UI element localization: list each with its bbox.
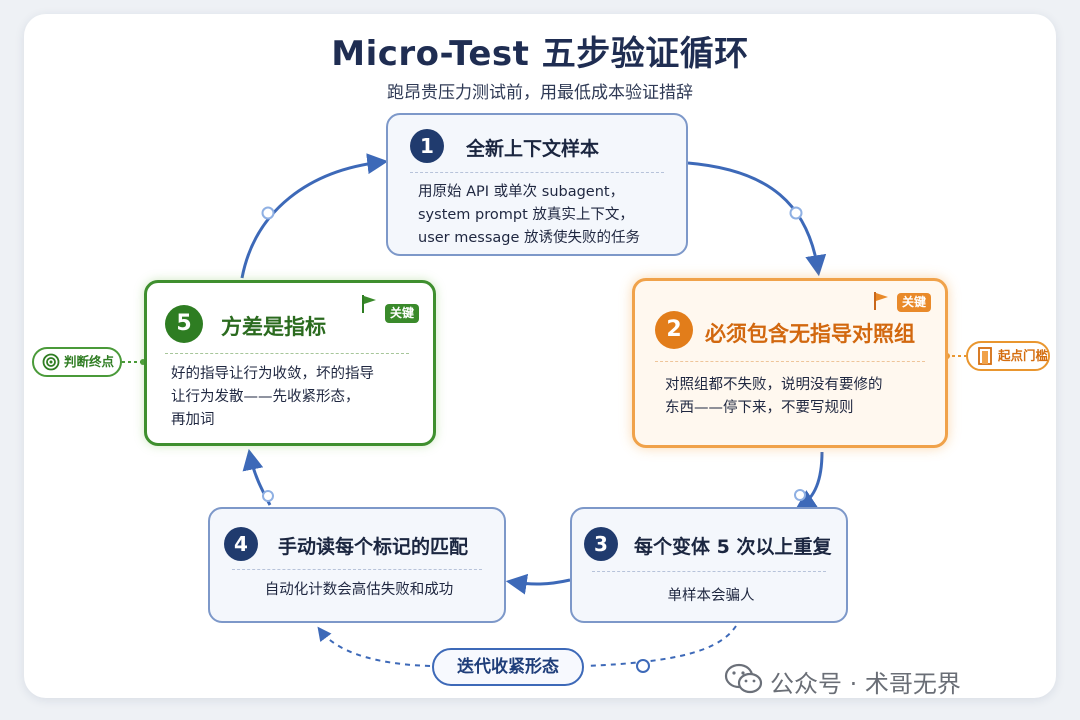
page-title: Micro-Test 五步验证循环 — [331, 34, 749, 74]
step-4-card: 4 手动读每个标记的匹配 自动化计数会高估失败和成功 — [208, 507, 506, 623]
flag-icon — [362, 295, 376, 313]
arrow-1-to-2-dot — [789, 206, 803, 220]
target-icon — [42, 353, 60, 371]
arrow-2-to-3-dot — [794, 489, 806, 501]
start-threshold-label: 起点门槛 — [966, 341, 1050, 371]
step-2-key-badge: 关键 — [897, 293, 932, 312]
wechat-icon — [724, 663, 763, 694]
watermark: 公众号 · 术哥无界 — [770, 670, 961, 698]
step-1-number: 1 — [410, 129, 444, 163]
step-4-title: 手动读每个标记的匹配 — [278, 536, 469, 558]
step-1-separator — [410, 172, 664, 173]
iteration-loop-dot — [636, 659, 650, 673]
step-2-card: 关键 2 必须包含无指导对照组 对照组都不失败，说明没有要修的 东西——停下来，… — [632, 278, 948, 448]
step-1-title: 全新上下文样本 — [466, 138, 600, 160]
step-1-body: 用原始 API 或单次 subagent， system prompt 放真实上… — [418, 184, 641, 246]
step-3-separator — [592, 571, 826, 572]
step-4-number: 4 — [224, 527, 258, 561]
iteration-loop-right — [585, 625, 737, 667]
endpoint-label: 判断终点 — [32, 347, 122, 377]
step-3-body: 单样本会骗人 — [667, 588, 755, 604]
step-2-title: 必须包含无指导对照组 — [705, 322, 915, 346]
flag-icon — [874, 292, 888, 310]
step-3-title: 每个变体 5 次以上重复 — [634, 536, 832, 558]
arrow-1-to-2 — [687, 161, 827, 277]
step-5-number: 5 — [165, 305, 203, 343]
step-5-body: 好的指导让行为收敛，坏的指导 让行为发散——先收紧形态， 再加词 — [171, 366, 374, 428]
step-3-card: 3 每个变体 5 次以上重复 单样本会骗人 — [570, 507, 848, 623]
step-5-title: 方差是指标 — [221, 315, 326, 339]
step-3-number: 3 — [584, 527, 618, 561]
step-5-card: 关键 5 方差是指标 好的指导让行为收敛，坏的指导 让行为发散——先收紧形态， … — [144, 280, 436, 446]
step-5-separator — [165, 353, 409, 354]
iteration-label: 迭代收紧形态 — [432, 648, 584, 686]
door-icon — [978, 347, 992, 365]
step-5-key-badge: 关键 — [385, 304, 420, 323]
arrow-5-to-1-dot — [261, 206, 275, 220]
step-4-separator — [232, 569, 482, 570]
page-subtitle: 跑昂贵压力测试前，用最低成本验证措辞 — [387, 83, 693, 103]
step-2-body: 对照组都不失败，说明没有要修的 东西——停下来，不要写规则 — [665, 377, 883, 416]
step-2-number: 2 — [655, 311, 693, 349]
arrow-2-to-3 — [794, 451, 824, 511]
step-2-separator — [655, 361, 925, 362]
arrow-4-to-5-dot — [262, 490, 274, 502]
step-1-card: 1 全新上下文样本 用原始 API 或单次 subagent， system p… — [386, 113, 688, 256]
arrow-5-to-1 — [240, 153, 389, 279]
iteration-loop-left — [317, 626, 431, 667]
step-4-body: 自动化计数会高估失败和成功 — [264, 582, 454, 598]
arrow-3-to-4 — [505, 573, 571, 595]
